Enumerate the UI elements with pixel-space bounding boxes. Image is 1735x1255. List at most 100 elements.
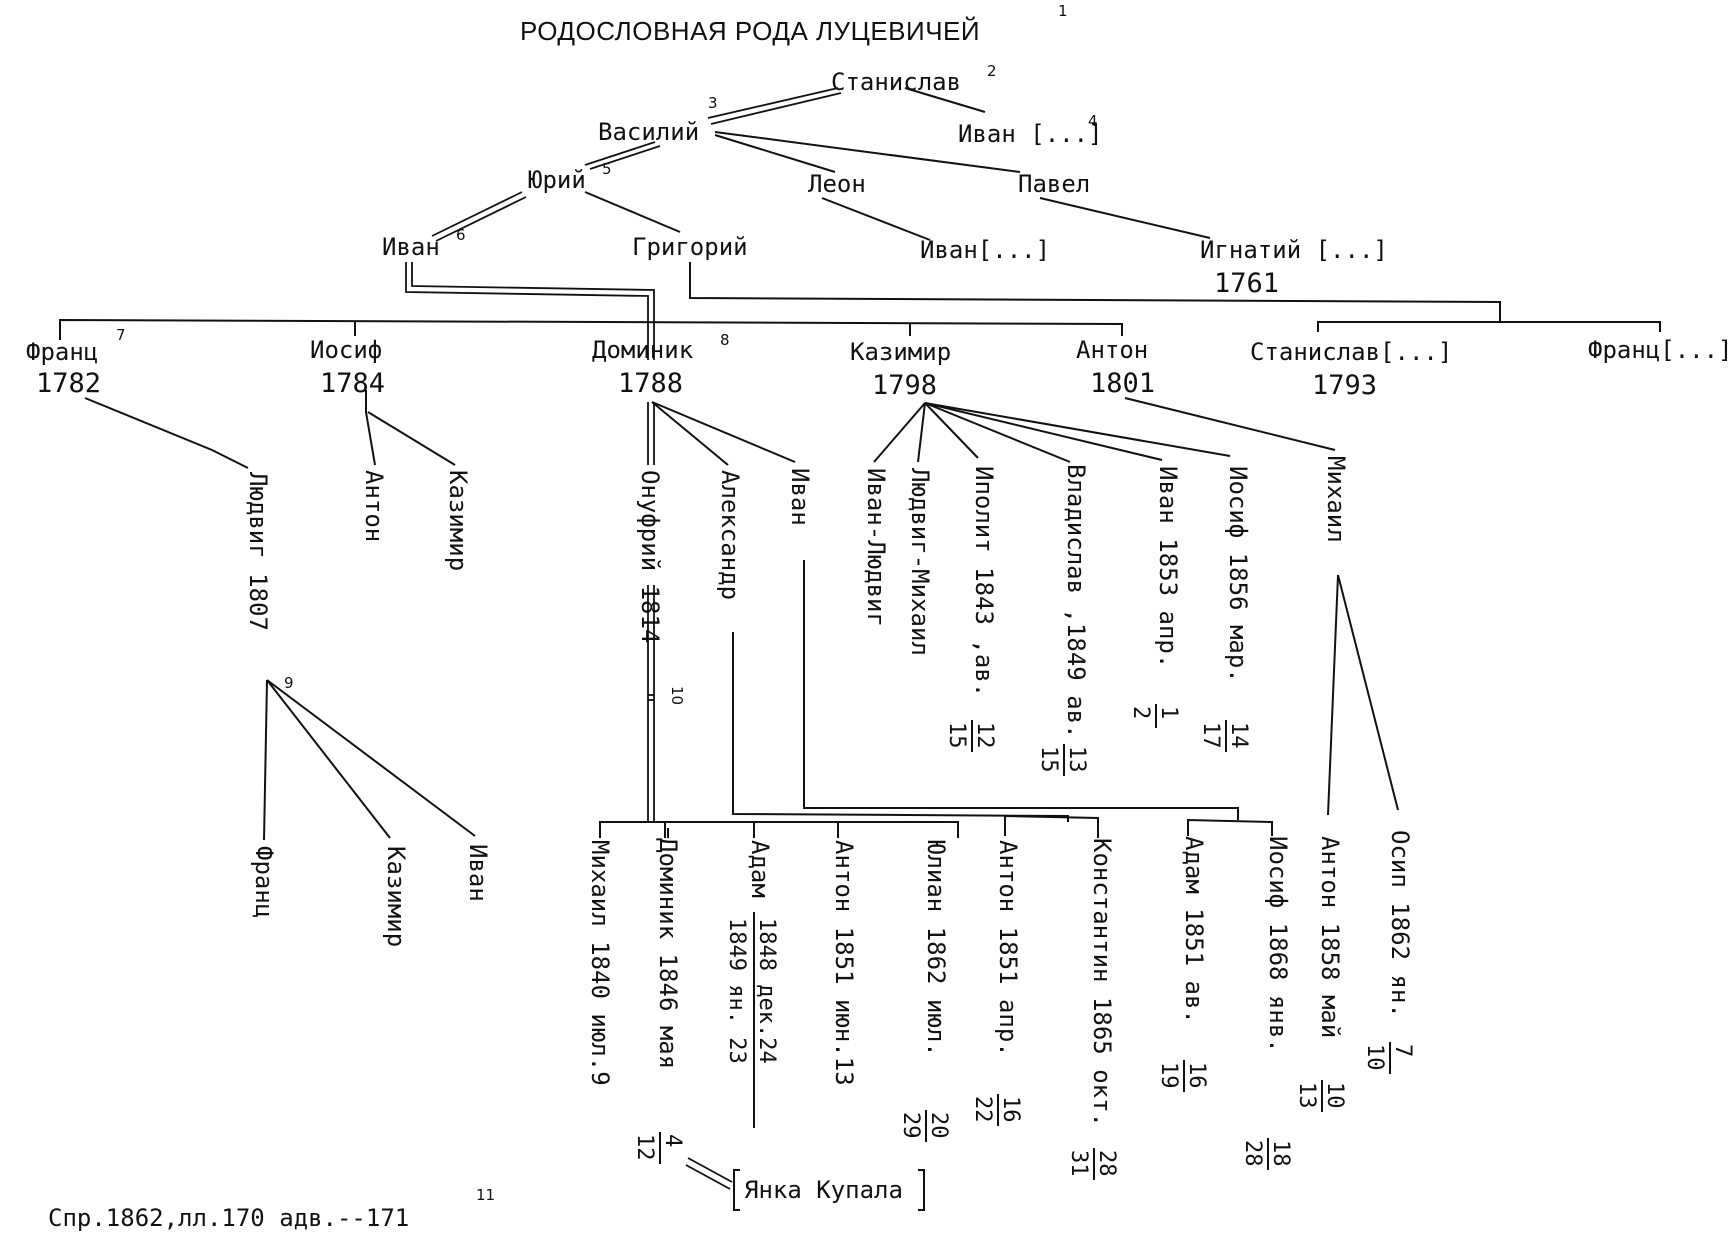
person-iosif: Иосиф 1856 мар. [1224,466,1252,683]
fraction-numerator: 12 [972,722,997,749]
person-mihail: Михаил [1322,456,1350,543]
fraction-denominator: 22 [970,1096,995,1123]
date-fraction: 20 29 [898,1110,951,1142]
fraction-numerator: 14 [1226,722,1251,749]
person-franc: Франц [26,338,98,366]
person-yanka-kupala: Янка Купала [744,1176,903,1204]
fraction-denominator: 10 [1362,1044,1387,1071]
person-anton: Антон 1858 май [1316,836,1344,1038]
person-iosif: Иосиф [310,336,382,364]
birth-year: 1782 [36,368,101,399]
footnote-marker: 4 [1088,112,1098,130]
fraction-denominator: 15 [1036,746,1061,773]
person-osip: Осип 1862 ян. [1386,830,1414,1018]
fraction-numerator: 28 [1094,1150,1119,1177]
person-grigoriy: Григорий [632,233,748,261]
fraction-numerator: 10 [1322,1082,1347,1109]
date-fraction: 12 15 [944,720,997,752]
fraction-denominator: 19 [1156,1062,1181,1089]
date-fraction: 18 28 [1240,1138,1293,1170]
fraction-numerator: 4 [660,1134,685,1147]
person-anton: Антон 1851 июн.13 [830,840,858,1086]
fraction-numerator: 13 [1064,746,1089,773]
connector-lines [59,87,1661,1190]
footnote-marker: 3 [708,94,718,112]
person-aleksandr: Александр [716,470,744,600]
footnote-marker: 1 [1058,2,1068,20]
person-vladislav: Владислав ,1849 ав. [1062,464,1090,739]
birth-year: 1793 [1312,370,1377,401]
footnote-marker: 5 [602,160,612,178]
person-dominik: Доминик [592,336,694,364]
date-fraction: 7 10 [1362,1042,1415,1074]
date-fraction: 10 13 [1294,1080,1347,1112]
date-fraction: 1 2 [1128,704,1181,728]
footnote-marker: 2 [987,62,997,80]
person-anton: Антон [1076,336,1148,364]
person-stanislav: Станислав [831,68,961,96]
date-fraction: 1848 дек.24 1849 ян. 23 [724,912,779,1128]
fraction-numerator: 1 [1156,706,1181,719]
person-ivan: Иван [...] [958,120,1103,148]
birth-year: 1798 [872,370,937,401]
person-ivan: Иван [464,844,492,902]
date-fraction: 16 19 [1156,1060,1209,1092]
date-fraction: 13 15 [1036,744,1089,776]
person-adam: Адам 1851 ав. [1180,836,1208,1024]
person-ivan: Иван [382,233,440,261]
date-fraction: 28 31 [1066,1148,1119,1180]
person-onufriy: Онуфрий 1814 [636,470,664,643]
person-vasiliy: Василий [598,118,699,146]
person-kazimir: Казимир [850,338,951,366]
fraction-denominator: 2 [1128,706,1153,719]
source-reference: Спр.1862,лл.170 адв.--171 [48,1204,409,1232]
fraction-numerator: 16 [1184,1062,1209,1089]
fraction-numerator: 1848 дек.24 [754,918,779,1064]
person-anton: Антон 1851 апр. [994,840,1022,1057]
person-franc: Франц[...] [1588,336,1733,364]
fraction-denominator: 15 [944,722,969,749]
fraction-denominator: 28 [1240,1140,1265,1167]
date-fraction: 4 12 [632,1132,685,1164]
person-leon: Леон [808,170,866,198]
person-pavel: Павел [1018,170,1090,198]
person-ignatiy: Игнатий [...] [1200,236,1388,264]
fraction-denominator: 1849 ян. 23 [724,918,749,1064]
person-konstantin: Константин 1865 окт. [1088,838,1116,1127]
person-ivan: Иван[...] [920,236,1050,264]
person-franc: Франц [250,846,278,918]
fraction-numerator: 7 [1390,1044,1415,1057]
birth-year: 1788 [618,368,683,399]
person-ludvig-mihail: Людвиг-Михаил [906,468,934,656]
footnote-marker: 10 [668,686,686,705]
fraction-denominator: 17 [1198,722,1223,749]
birth-year: 1784 [320,368,385,399]
fraction-denominator: 12 [632,1134,657,1161]
footnote-marker: 11 [476,1186,495,1204]
birth-year: 1801 [1090,368,1155,399]
person-kazimir: Казимир [382,846,410,947]
fraction-numerator: 20 [926,1112,951,1139]
person-ivan: Иван 1853 апр. [1154,466,1182,668]
person-yuriy: Юрий [528,166,586,194]
person-ludvig: Людвиг 1807 [244,472,272,631]
footnote-marker: 6 [456,226,466,244]
person-dominik: Доминик 1846 мая [654,838,682,1069]
date-fraction: 14 17 [1198,720,1251,752]
date-fraction: 16 22 [970,1094,1023,1126]
yanka-kupala-box: Янка Купала [733,1169,925,1211]
fraction-denominator: 31 [1066,1150,1091,1177]
person-stanislav: Станислав[...] [1250,338,1452,366]
fraction-numerator: 18 [1268,1140,1293,1167]
footnote-marker: 7 [116,326,126,344]
page-title: РОДОСЛОВНАЯ РОДА ЛУЦЕВИЧЕЙ [520,16,980,46]
person-ivan-ludvig: Иван-Людвиг [862,468,890,627]
fraction-denominator: 29 [898,1112,923,1139]
birth-year: 1761 [1214,268,1279,299]
person-iosif: Иосиф 1868 янв. [1264,836,1292,1053]
person-kazimir: Казимир [444,470,472,571]
footnote-marker: 8 [720,331,730,349]
person-ivan: Иван [786,468,814,526]
